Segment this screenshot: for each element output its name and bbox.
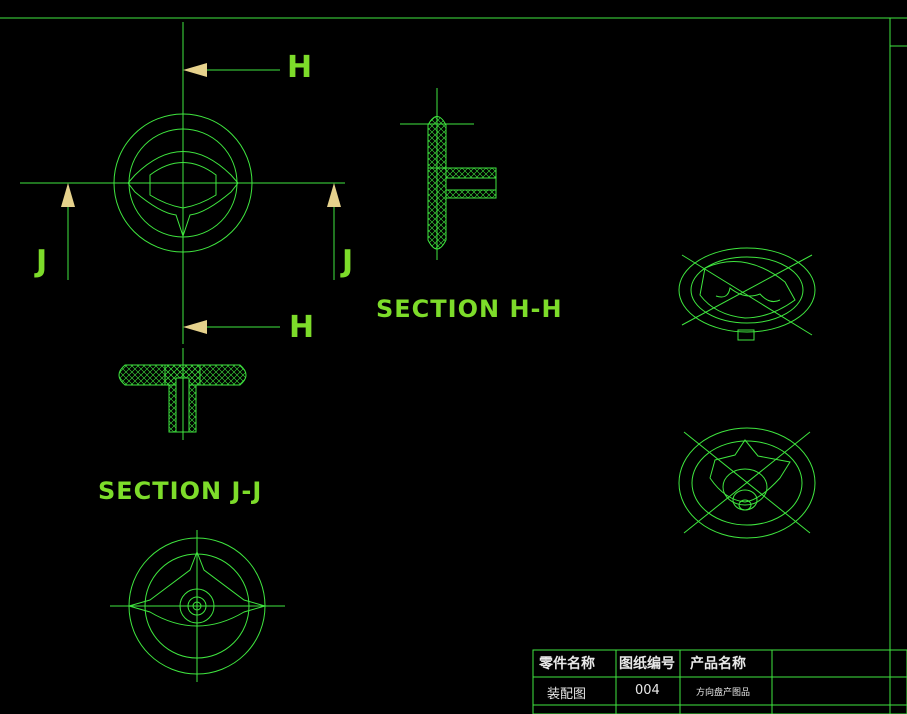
section-label-j-right: J (342, 244, 355, 279)
title-block-drawing-number-value: 004 (635, 683, 660, 698)
title-block-header-product-name: 产品名称 (690, 656, 746, 672)
section-h-arrows (183, 63, 280, 334)
section-title-jj: SECTION J-J (98, 477, 263, 505)
top-view (20, 22, 345, 344)
section-label-j-left: J (36, 244, 49, 279)
section-label-h-top: H (287, 50, 314, 85)
title-block-header-drawing-number: 图纸编号 (619, 656, 675, 672)
title-block-product-name-value: 方向盘产图品 (696, 688, 751, 698)
section-j-arrows (61, 183, 341, 280)
bottom-view (110, 530, 285, 682)
title-block-part-name-value: 装配图 (547, 687, 587, 702)
section-title-hh: SECTION H-H (376, 295, 563, 323)
title-block-grid (532, 649, 907, 714)
section-hh-view (400, 88, 497, 260)
section-jj-view (118, 348, 247, 440)
drawing-border (0, 17, 907, 714)
title-block-header-part-name: 零件名称 (539, 656, 595, 672)
section-label-h-bottom: H (289, 310, 316, 345)
isometric-view-top (678, 247, 816, 341)
isometric-view-bottom (678, 427, 816, 539)
